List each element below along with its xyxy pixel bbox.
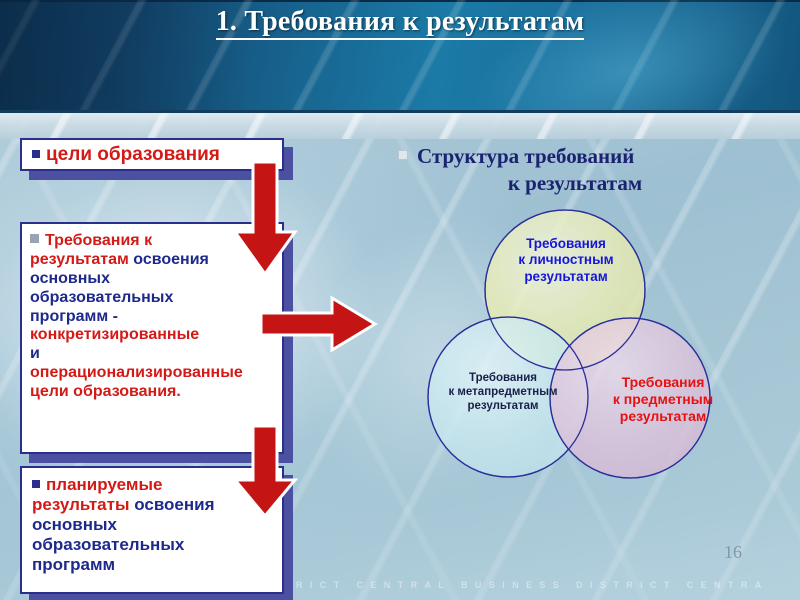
arrow-right-requirements-to-structure [259, 295, 378, 353]
box-planned-results-text: планируемые результаты освоения основных… [22, 468, 282, 575]
structure-heading-line2: к результатам [507, 171, 643, 196]
plan-line-3: основных [32, 515, 117, 535]
page-title: 1. Требования к результатам [0, 6, 800, 40]
square-bullet-icon [32, 480, 40, 488]
req-line-8: операционализированные [30, 364, 243, 382]
box-education-goals[interactable]: цели образования [20, 138, 284, 171]
req-line-7: и [30, 345, 40, 363]
title-text: Требования к результатам [244, 6, 585, 37]
box-requirements-text: Требования к результатам освоения основн… [22, 224, 282, 402]
req-line-2a: результатам [30, 250, 134, 268]
plan-line-5: программ [32, 555, 116, 575]
structure-heading: Структура требований к результатам [392, 143, 732, 198]
square-bullet-icon [398, 150, 408, 160]
square-bullet-icon [32, 150, 40, 158]
structure-heading-line1: Структура требований [417, 144, 635, 168]
req-line-2b: освоения [133, 250, 209, 268]
req-line-4: образовательных [30, 288, 174, 306]
header-under-band [0, 113, 800, 139]
arrow-down-goals-to-requirements [232, 160, 298, 277]
venn-diagram [427, 209, 711, 479]
plan-line-2a: результаты [32, 495, 135, 515]
req-line-1: Требования к [45, 232, 153, 249]
header-left-shade [0, 0, 250, 110]
req-line-9: цели образования. [30, 383, 181, 400]
square-bullet-icon [30, 234, 39, 243]
page-number: 16 [724, 542, 742, 562]
footer-watermark: RICT CENTRAL BUSINESS DISTRICT CENTRA [296, 580, 769, 590]
req-line-6: конкретизированные [30, 326, 200, 344]
slide-header-band [0, 0, 800, 113]
title-number: 1. [215, 6, 238, 37]
box-education-goals-text: цели образования [22, 140, 282, 166]
req-line-5: программ - [30, 307, 118, 325]
header-top-rule [0, 0, 800, 2]
req-line-3: основных [30, 269, 110, 287]
box-education-goals-label: цели образования [46, 144, 220, 165]
under-band-streaks [0, 113, 800, 139]
plan-line-2b: освоения [134, 495, 215, 515]
arrow-down-requirements-to-planned [232, 424, 298, 519]
box-requirements[interactable]: Требования к результатам освоения основн… [20, 222, 284, 454]
plan-line-4: образовательных [32, 535, 185, 555]
box-planned-results[interactable]: планируемые результаты освоения основных… [20, 466, 284, 594]
venn-circle-subject [549, 317, 711, 479]
plan-line-1: планируемые [46, 475, 163, 494]
